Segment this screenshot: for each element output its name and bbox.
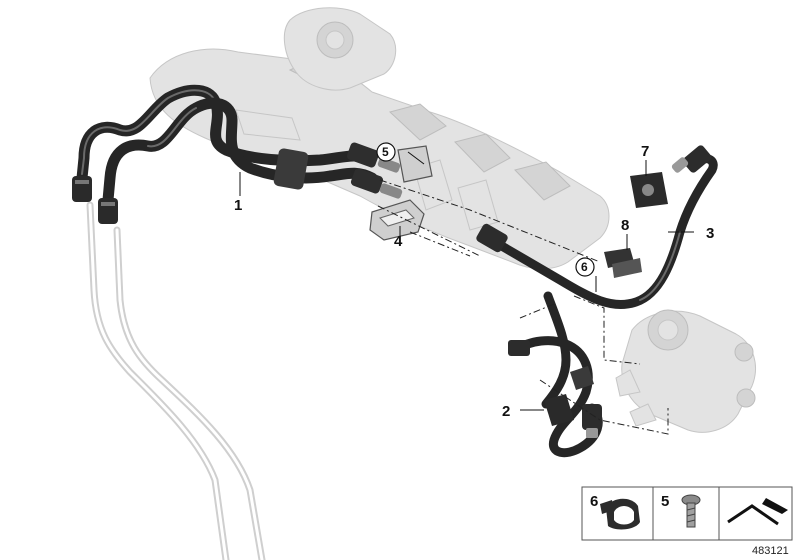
callout-5: 5 — [382, 145, 389, 159]
legend-item-5: 5 — [652, 486, 720, 541]
callout-6: 6 — [581, 260, 588, 274]
legend: 6 5 — [581, 486, 793, 541]
fuel-hose-part-1 — [72, 84, 403, 224]
callout-6-badge: 6 — [575, 257, 595, 277]
callout-7: 7 — [641, 143, 649, 160]
callout-8: 8 — [621, 217, 629, 234]
legend-item-drawing — [718, 486, 793, 541]
bracket-part-4 — [369, 145, 433, 241]
fuel-line-part-2 — [508, 291, 603, 458]
screw-icon — [681, 494, 701, 528]
wedge-drawing-icon — [727, 498, 788, 526]
leader-lines — [239, 151, 694, 411]
callout-5-badge: 5 — [376, 142, 396, 162]
document-number: 483121 — [752, 545, 789, 557]
legend-item-6: 6 — [581, 486, 654, 541]
callouts: 1 2 3 4 5 6 7 8 — [234, 142, 714, 420]
mount-part-7 — [630, 172, 668, 208]
hose-clamp-icon — [600, 498, 640, 530]
high-pressure-pump-ghost — [615, 309, 756, 433]
legend-item-5-number: 5 — [661, 493, 669, 510]
callout-1: 1 — [234, 197, 242, 214]
callout-4: 4 — [394, 233, 403, 250]
fuel-line-part-3 — [476, 145, 718, 310]
callout-3: 3 — [706, 225, 714, 242]
legend-item-6-number: 6 — [590, 493, 598, 510]
clip-part-8 — [604, 248, 642, 278]
assembly-dashed-lines — [377, 179, 669, 435]
callout-2: 2 — [502, 403, 510, 420]
fuel-lines-ghost — [86, 201, 266, 560]
